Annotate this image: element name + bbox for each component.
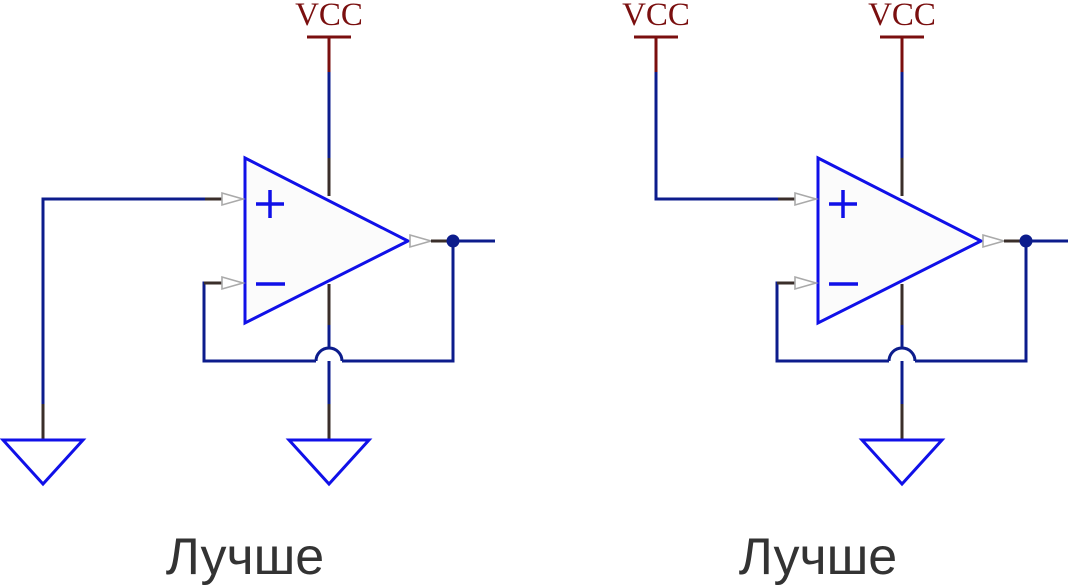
- input-wire-noninverting: [654, 72, 778, 201]
- output-pin-arrow: [982, 233, 1007, 249]
- input-pin-arrow: [221, 275, 246, 291]
- opamp-triangle: [816, 155, 985, 326]
- input-pin-arrow: [794, 275, 819, 291]
- circuit-caption: Лучше: [166, 528, 324, 586]
- opamp-triangle: [243, 155, 412, 326]
- ground-symbol: [858, 438, 946, 487]
- wire-crossover-hop: [887, 346, 917, 362]
- vcc-label: VCC: [295, 0, 363, 33]
- circuit-left: VCC Лучше: [0, 0, 495, 586]
- vcc-symbol: VCC: [868, 0, 936, 72]
- circuit-caption: Лучше: [739, 528, 897, 586]
- vcc-label: VCC: [622, 0, 690, 33]
- vcc-symbol: VCC: [622, 0, 690, 72]
- input-pin-arrow: [794, 191, 819, 207]
- vcc-label: VCC: [868, 0, 936, 33]
- output-pin-arrow: [409, 233, 434, 249]
- input-pin-arrow: [221, 191, 246, 207]
- feedback-wire: [915, 241, 1028, 363]
- vcc-symbol: VCC: [295, 0, 363, 72]
- junction-dot: [1019, 234, 1033, 248]
- feedback-wire: [342, 241, 455, 363]
- wire-crossover-hop: [314, 346, 344, 362]
- circuit-right: VCC VCC: [622, 0, 1068, 586]
- ground-symbol: [0, 438, 87, 487]
- junction-dot: [446, 234, 460, 248]
- ground-symbol: [285, 438, 373, 487]
- input-wire-noninverting: [41, 197, 205, 404]
